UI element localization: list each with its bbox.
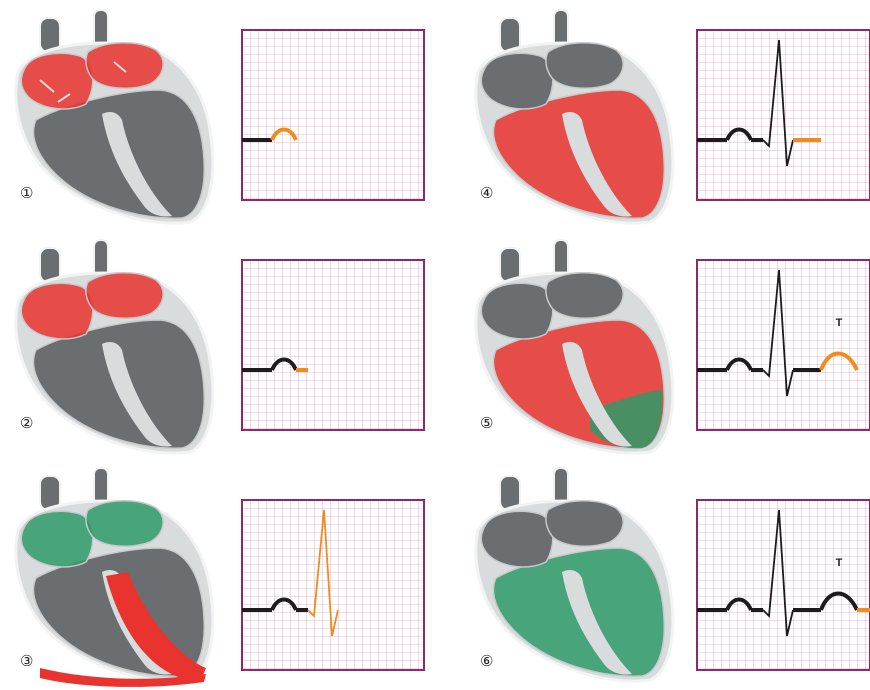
right-atrium xyxy=(86,273,163,319)
cycle-step: T⑤ xyxy=(476,240,870,453)
left-atrium xyxy=(481,511,553,567)
ecg-strip: T xyxy=(697,500,870,670)
right-atrium xyxy=(86,43,163,89)
step-number: ⑥ xyxy=(480,653,493,670)
ecg-strip xyxy=(697,30,870,200)
heart-illustration xyxy=(476,468,673,681)
step-number: ② xyxy=(20,415,33,432)
heart-illustration xyxy=(16,240,213,453)
ecg-strip xyxy=(242,500,424,670)
cycle-step: ④ xyxy=(476,10,870,223)
left-atrium xyxy=(21,53,93,109)
heart-illustration xyxy=(16,468,213,687)
step-number: ① xyxy=(20,185,33,202)
right-atrium xyxy=(546,273,623,319)
step-number: ⑤ xyxy=(480,415,493,432)
right-atrium xyxy=(546,43,623,89)
ecg-grid xyxy=(242,260,424,430)
t-wave-label: T xyxy=(836,317,843,329)
right-atrium xyxy=(546,501,623,547)
left-atrium xyxy=(21,283,93,339)
cycle-step: ① xyxy=(16,10,424,223)
step-number: ③ xyxy=(20,653,33,670)
heart-illustration xyxy=(16,10,213,223)
step-number: ④ xyxy=(480,185,493,202)
ecg-strip xyxy=(242,260,424,430)
heart-illustration xyxy=(476,10,673,223)
ecg-strip: T xyxy=(697,260,870,430)
t-wave-label: T xyxy=(836,557,843,569)
ecg-grid xyxy=(242,500,424,670)
heart-illustration xyxy=(476,240,673,453)
ecg-grid xyxy=(242,30,424,200)
cycle-step: ② xyxy=(16,240,424,453)
left-atrium xyxy=(481,53,553,109)
left-atrium xyxy=(21,511,93,567)
ecg-strip xyxy=(242,30,424,200)
cycle-step: ③ xyxy=(16,468,424,687)
right-atrium xyxy=(86,501,163,547)
left-atrium xyxy=(481,283,553,339)
cycle-step: T⑥ xyxy=(476,468,870,681)
